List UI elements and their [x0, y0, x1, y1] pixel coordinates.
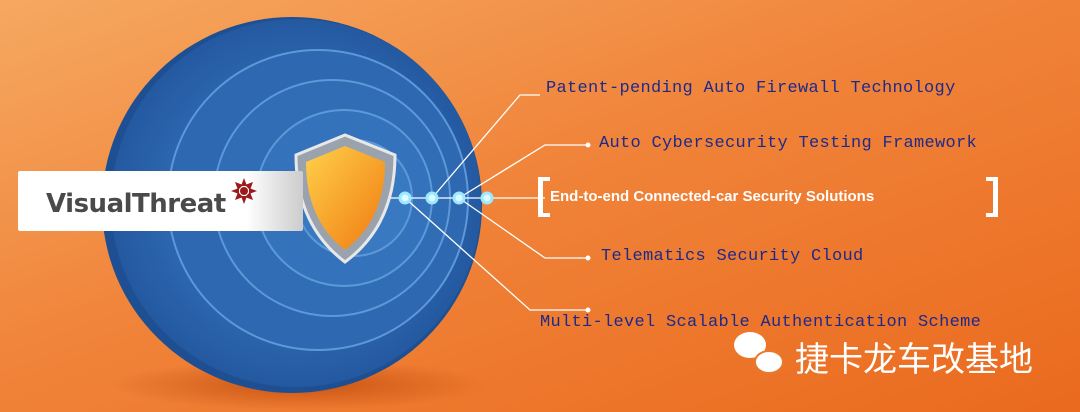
wechat-icon — [734, 332, 784, 374]
feature-item: Auto Cybersecurity Testing Framework — [599, 134, 978, 153]
feature-item: Telematics Security Cloud — [601, 247, 864, 266]
watermark-text: 捷卡龙车改基地 — [795, 340, 1033, 380]
headline: End-to-end Connected-car Security Soluti… — [550, 188, 875, 205]
feature-item: Multi-level Scalable Authentication Sche… — [540, 313, 982, 332]
brand-logo-box: VisualThreat — [18, 171, 303, 231]
shield-icon — [294, 133, 397, 264]
brand-name: VisualThreat — [46, 189, 226, 219]
red-sunburst-icon — [231, 178, 257, 204]
headline-brackets — [538, 177, 998, 217]
feature-item: Patent-pending Auto Firewall Technology — [546, 79, 956, 98]
feature-dots — [585, 142, 591, 313]
